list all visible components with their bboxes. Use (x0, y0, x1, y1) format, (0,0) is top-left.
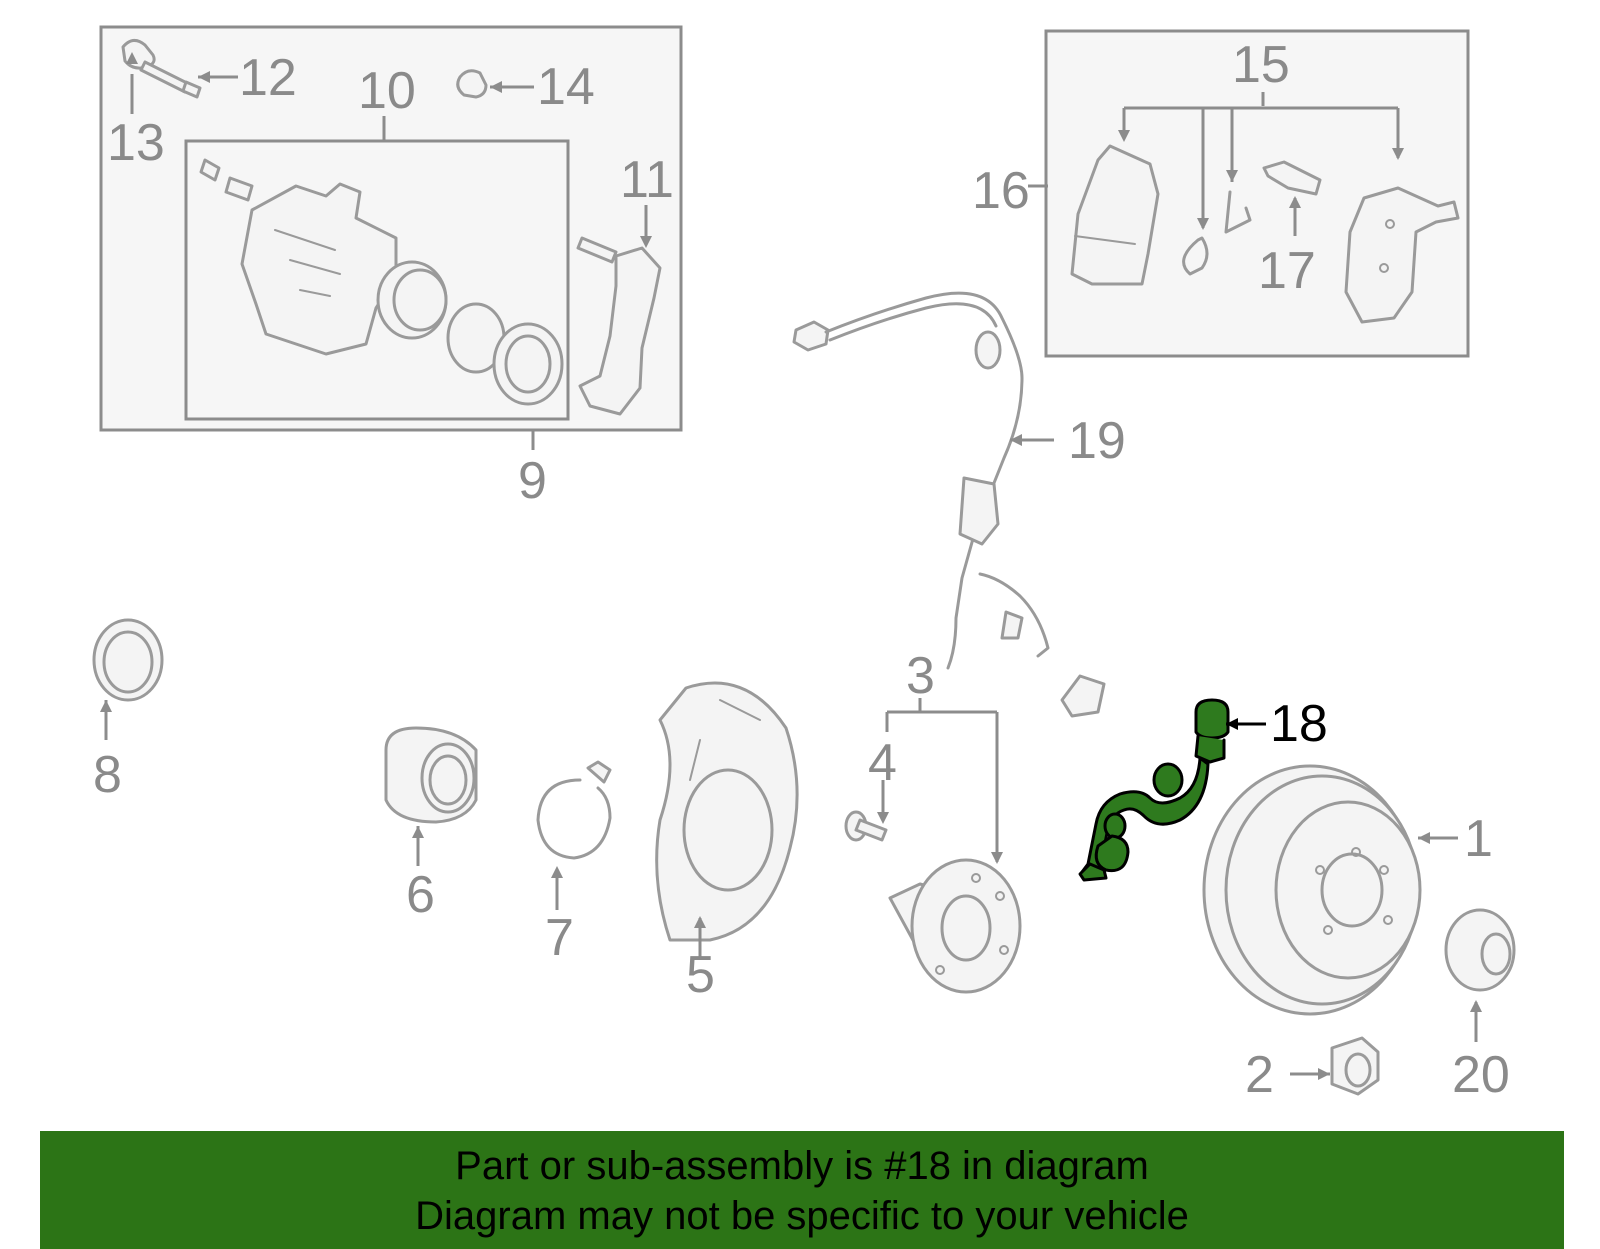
callout-17: 17 (1258, 242, 1316, 300)
callout-1: 1 (1464, 810, 1493, 868)
arrow-18 (1226, 718, 1238, 730)
info-banner: Part or sub-assembly is #18 in diagram D… (40, 1131, 1564, 1249)
hub-nut-part (1330, 1036, 1380, 1096)
caliper-bracket-part (576, 236, 662, 416)
callout-2: 2 (1245, 1046, 1274, 1104)
callout-12: 12 (239, 49, 297, 107)
callout-19: 19 (1068, 412, 1126, 470)
snap-ring-part (536, 778, 612, 860)
pad-clip-part (1182, 236, 1209, 276)
brake-pad-inner-part (1070, 144, 1160, 286)
wheel-bearing-part (384, 726, 478, 824)
brake-pad-outer-part (1344, 186, 1460, 324)
callout-18: 18 (1270, 695, 1328, 753)
snap-ring-end (586, 760, 612, 784)
callout-7: 7 (545, 909, 574, 967)
callout-15: 15 (1232, 36, 1290, 94)
piston-part (376, 260, 448, 340)
callout-8: 8 (93, 746, 122, 804)
callout-9: 9 (518, 452, 547, 510)
brake-hose-part (1078, 698, 1230, 882)
hub-bolt-part (844, 810, 888, 842)
callout-3: 3 (906, 647, 935, 705)
boot-part (456, 69, 488, 99)
abs-sensor-part (792, 291, 1106, 718)
pad-spring-part (1224, 190, 1252, 234)
banner-line-2: Diagram may not be specific to your vehi… (415, 1194, 1189, 1238)
dust-shield-part (655, 681, 799, 942)
callout-10: 10 (358, 62, 416, 120)
callout-13: 13 (107, 114, 165, 172)
wheel-hub-part (888, 858, 1022, 994)
callout-5: 5 (686, 946, 715, 1004)
leader-3 (885, 698, 999, 862)
callout-20: 20 (1452, 1046, 1510, 1104)
brake-rotor-part (1202, 764, 1422, 1016)
banner-line-1: Part or sub-assembly is #18 in diagram (455, 1144, 1149, 1188)
callout-14: 14 (537, 58, 595, 116)
hub-cap-part (1444, 908, 1516, 992)
callout-16: 16 (972, 162, 1030, 220)
callout-4: 4 (868, 734, 897, 792)
pad-shim-part (1262, 160, 1322, 196)
leader-15 (1122, 92, 1400, 228)
callout-6: 6 (406, 866, 435, 924)
seal-part (92, 618, 164, 702)
dust-boot-part (492, 322, 564, 406)
callout-11: 11 (620, 151, 674, 209)
leader-arrowheads (100, 52, 1482, 1080)
